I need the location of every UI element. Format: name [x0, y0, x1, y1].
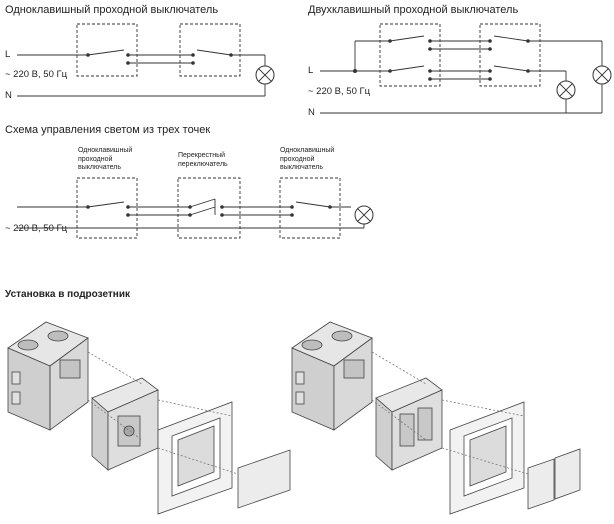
diagram1-neutral-label: N: [5, 90, 12, 101]
diagram3-switch2-label: Перекрестный переключатель: [178, 152, 228, 168]
diagram1-switch2-box: [179, 23, 241, 77]
diagram3-title: Схема управления светом из трех точек: [5, 124, 211, 136]
diagram1-title: Одноклавишный проходной выключатель: [5, 4, 219, 16]
frame-icon: [449, 401, 525, 515]
diagram3-switch2-box: [177, 177, 241, 239]
diagram1-wiring: [17, 23, 266, 97]
diagram2-supply-label: ~ 220 В, 50 Гц: [308, 86, 371, 97]
diagram2-wiring: [320, 23, 603, 114]
diagram2-title: Двухклавишный проходной выключатель: [308, 4, 519, 16]
right-assembly: [291, 321, 581, 515]
diagram3-switch1-box: [76, 177, 138, 239]
diagram1-supply-label: ~ 220 В, 50 Гц: [5, 69, 68, 80]
diagram2-line-label: L: [308, 65, 314, 76]
frame-icon: [157, 401, 233, 515]
double-rocker-key-icon: [527, 448, 581, 510]
diagram3-supply-label: ~ 220 В, 50 Гц: [5, 223, 68, 234]
flush-box-icon: [7, 321, 89, 431]
diagram3-switch1-label: Одноклавишный проходной выключатель: [78, 147, 133, 171]
diagram1-line-label: L: [5, 49, 11, 60]
switch-mechanism-icon: [91, 377, 159, 471]
diagram3-switch3-box: [279, 177, 341, 239]
rocker-key-icon: [237, 449, 291, 509]
switch-mechanism-icon: [375, 377, 443, 471]
left-assembly: [7, 321, 291, 515]
diagram3-wiring: [17, 177, 365, 239]
installation-title: Установка в подрозетник: [5, 289, 130, 300]
flush-box-icon: [291, 321, 373, 431]
diagram2-switch1-box: [379, 23, 441, 87]
diagram1-switch1-box: [76, 23, 138, 77]
diagram2-neutral-label: N: [308, 107, 315, 118]
diagram3-switch3-label: Одноклавишный проходной выключатель: [280, 147, 335, 171]
diagram2-switch2-box: [479, 23, 541, 87]
